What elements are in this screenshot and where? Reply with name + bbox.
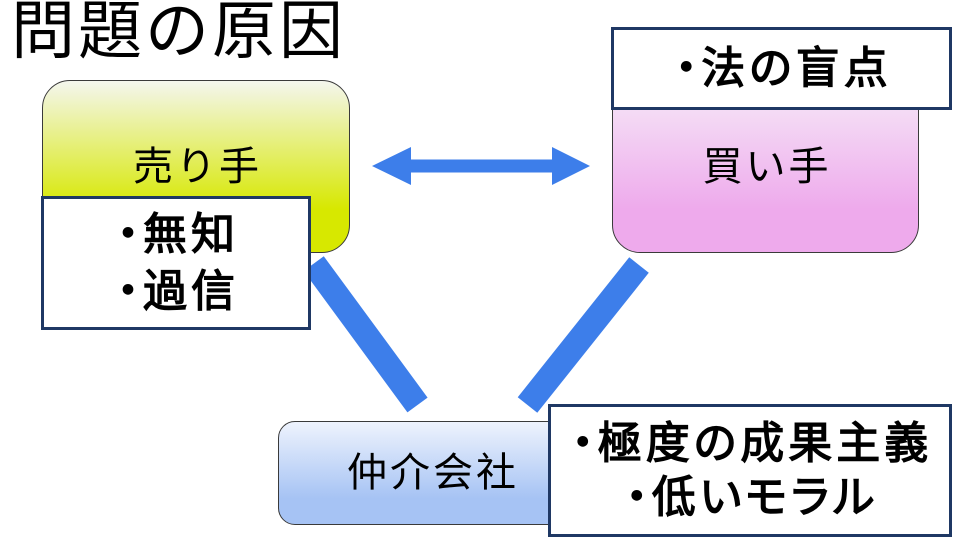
issue-overconfidence: ・過信 <box>117 266 239 317</box>
broker-box: 仲介会社 <box>278 421 585 525</box>
issue-ignorance: ・無知 <box>117 209 239 260</box>
broker-issues-box: ・極度の成果主義 ・低いモラル <box>548 404 952 537</box>
issue-low-morals: ・低いモラル <box>625 471 879 523</box>
buyer-label: 買い手 <box>702 143 832 190</box>
seller-issues-box: ・無知 ・過信 <box>41 196 311 330</box>
slide-title: 問題の原因 <box>11 0 346 69</box>
seller-broker-connector <box>303 256 428 413</box>
broker-label: 仲介会社 <box>347 450 519 496</box>
issue-legal-blind-spot: ・法の盲点 <box>675 42 892 94</box>
buyer-issues-box: ・法の盲点 <box>611 27 952 110</box>
issue-extreme-performance-focus: ・極度の成果主義 <box>571 417 933 469</box>
seller-label: 売り手 <box>133 143 262 190</box>
buyer-broker-connector <box>517 257 649 413</box>
seller-buyer-double-arrow <box>372 147 590 185</box>
